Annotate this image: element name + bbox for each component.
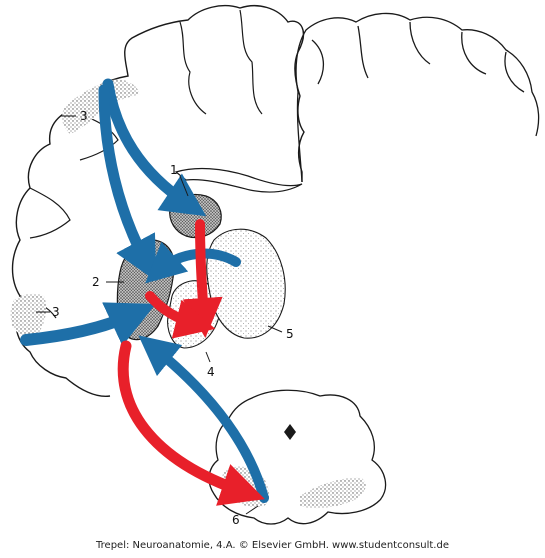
ventricle-outline	[176, 169, 302, 192]
label-3-upper: 3	[80, 109, 88, 123]
label-1: 1	[170, 163, 178, 177]
label-3-lower: 3	[52, 305, 60, 319]
red-arrow-caudate-to-pallidum	[200, 224, 204, 318]
label-5: 5	[286, 327, 294, 341]
brainstem-outline	[209, 390, 385, 524]
figure-caption: Trepel: Neuroanatomie, 4.A. © Elsevier G…	[0, 540, 545, 551]
blue-arrow-cortex-to-structure-2	[104, 90, 146, 262]
putamen	[207, 229, 285, 338]
cortex-patch-lower	[11, 294, 46, 336]
label-6: 6	[232, 513, 240, 527]
label-4: 4	[207, 365, 215, 379]
right-hemisphere-outline	[296, 13, 539, 182]
label-2: 2	[92, 275, 100, 289]
leader-line-4	[206, 352, 210, 362]
